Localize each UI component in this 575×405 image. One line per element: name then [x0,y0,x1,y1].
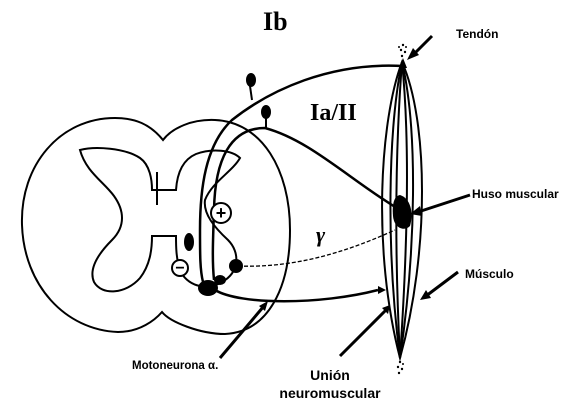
alpha-motor-axon [215,290,378,301]
spinal-cord-outline [22,118,290,334]
pointer-arrows [220,36,470,358]
minus-sign: − [175,260,184,277]
tendon-label: Tendón [456,27,498,41]
union-label-line1: Unión [310,367,350,383]
alpha-motoneuron-2 [214,275,226,285]
motoneurona-label: Motoneurona α. [132,360,218,372]
muscle-spindle [393,195,412,229]
huso-muscular-label: Huso muscular [472,187,559,201]
plus-sign: + [216,203,227,223]
ib-cell-body [246,73,256,87]
neuromuscular-terminal [378,286,386,294]
musculo-label: Músculo [465,267,514,281]
ia-afferent-fiber [213,128,400,280]
inhibitory-interneuron [184,233,194,251]
ia-ii-label: Ia/II [310,100,357,126]
gamma-label: γ [316,222,326,247]
ib-afferent-fiber [200,66,403,282]
ib-cell-body-stalk [250,86,252,100]
tendon-top [398,44,407,57]
tendon-bottom [397,361,404,374]
gamma-motoneuron [229,259,243,273]
ia-cell-body [261,105,271,119]
union-label-line2: neuromuscular [279,385,381,401]
ib-label: Ib [263,7,288,36]
